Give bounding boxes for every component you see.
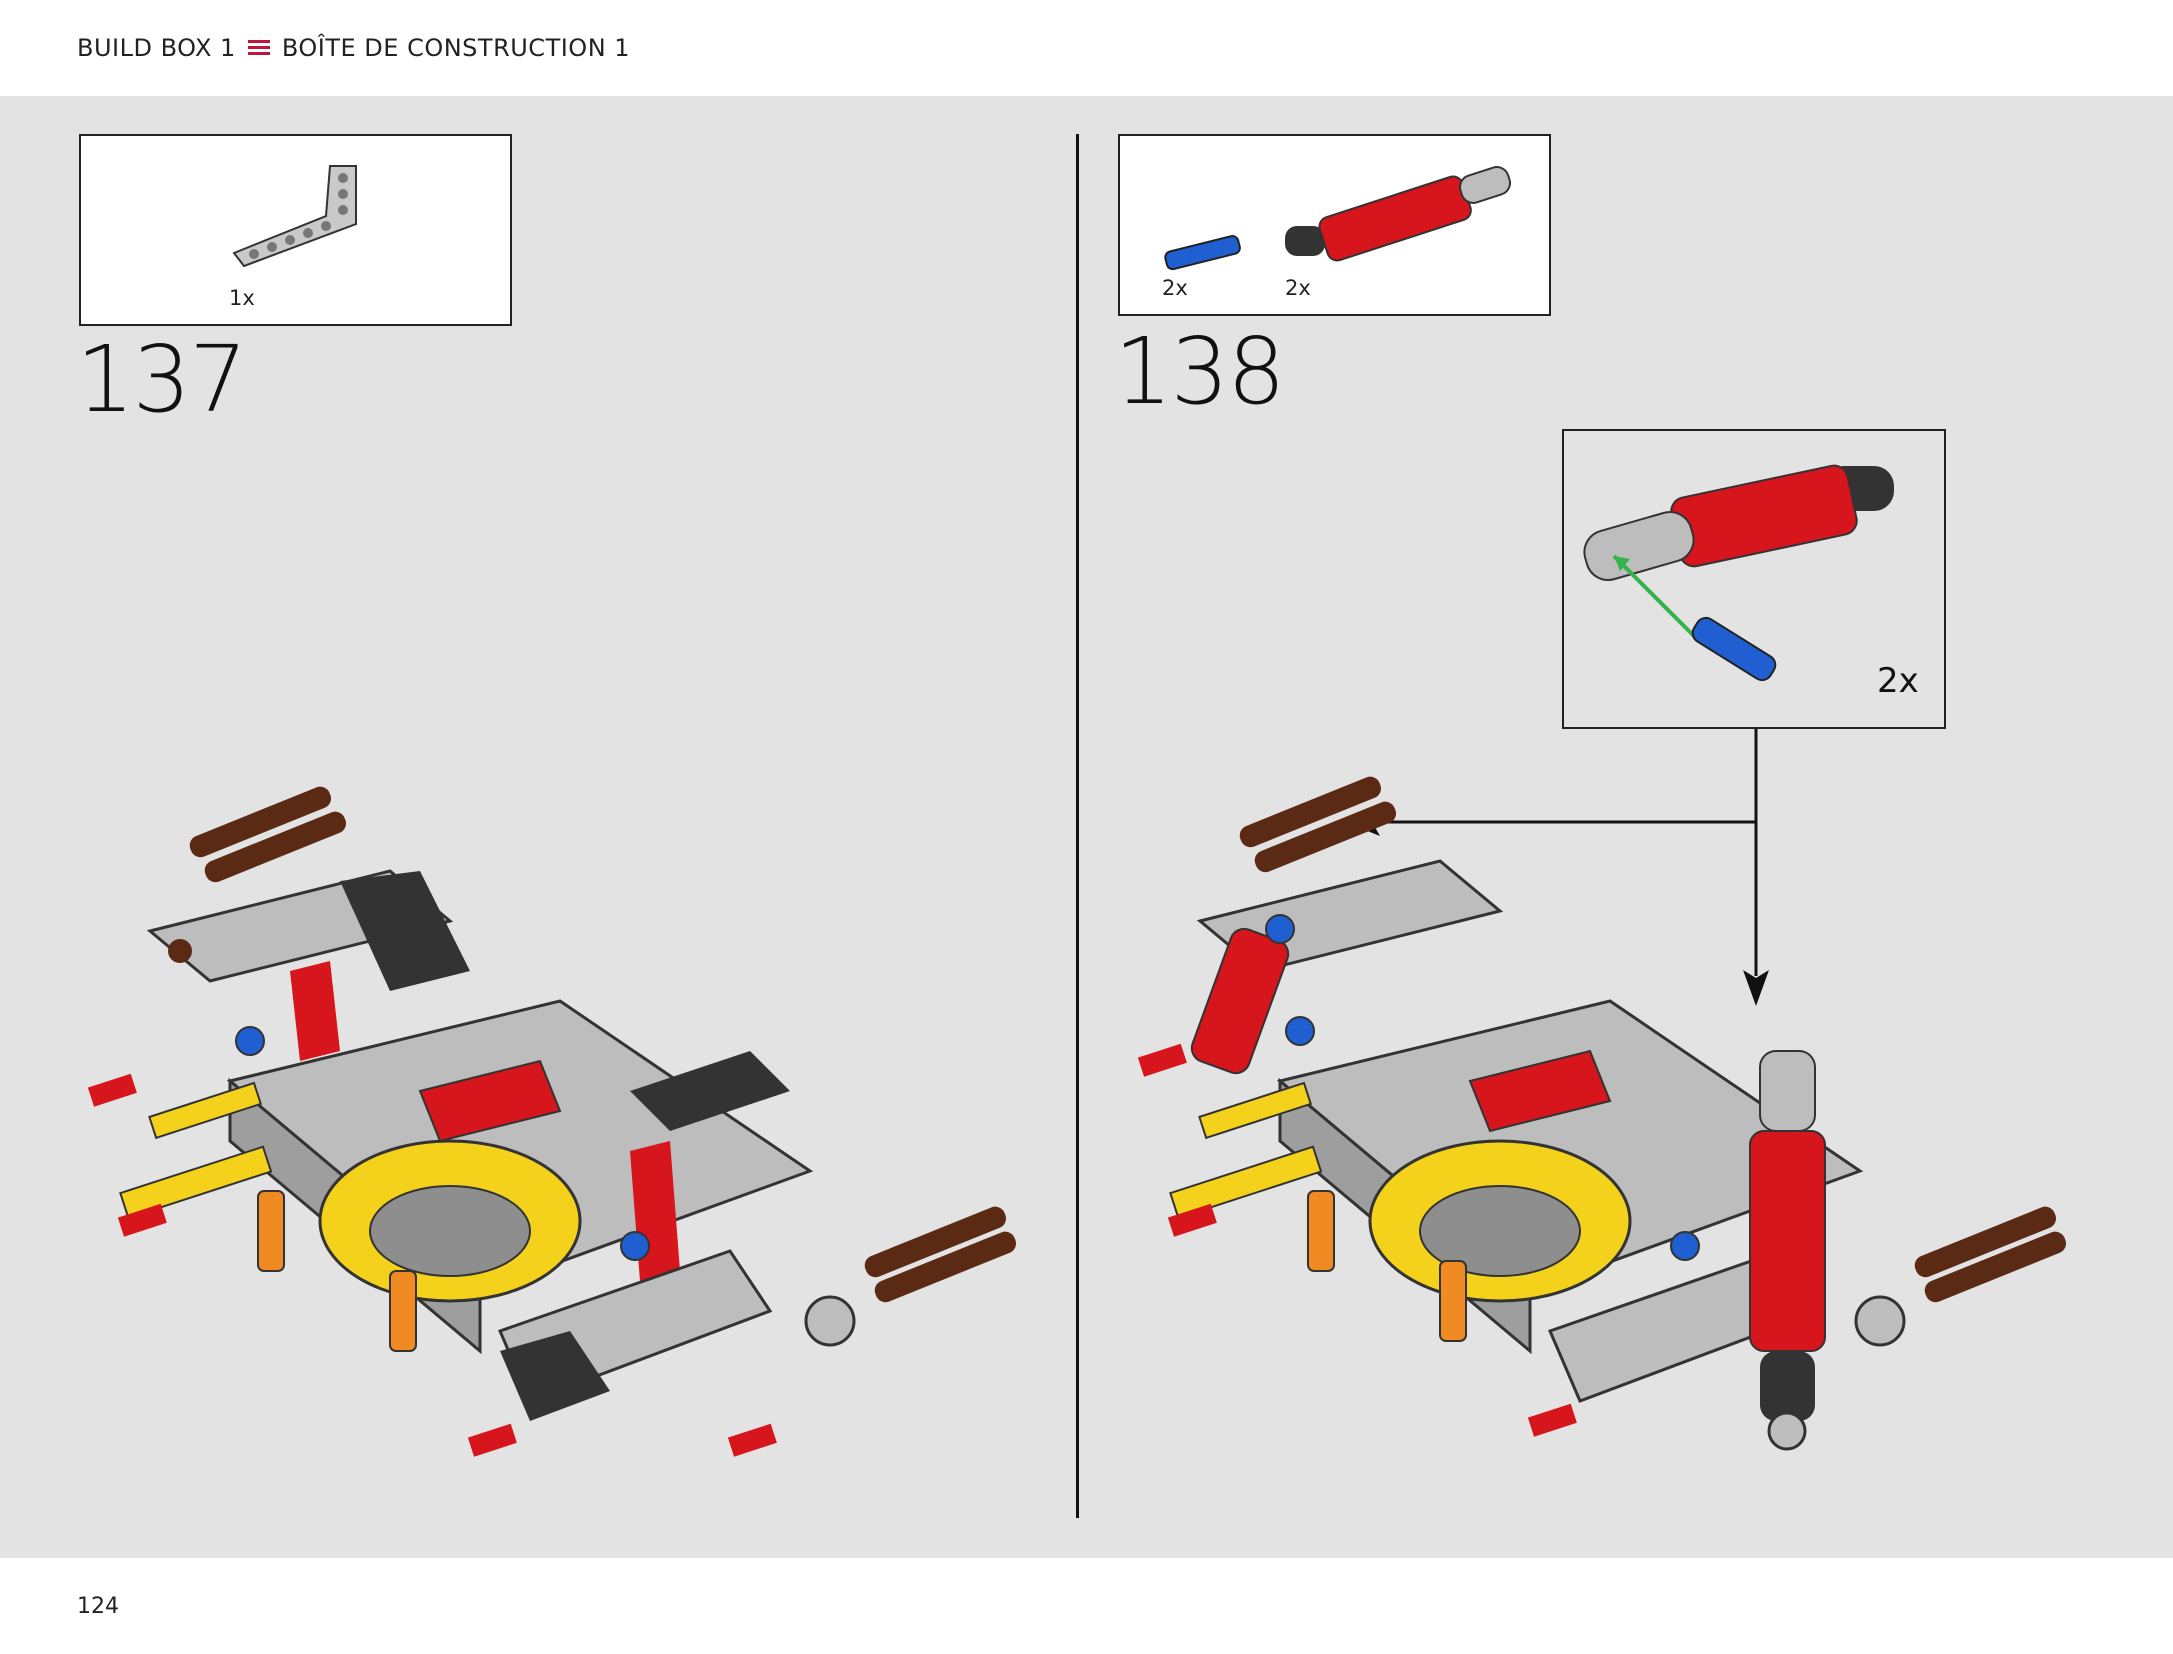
blue-pin-icon xyxy=(1164,235,1241,271)
step-137-parts-box: 1x xyxy=(79,134,512,326)
header-title: BUILD BOX 1 BOÎTE DE CONSTRUCTION 1 xyxy=(77,34,630,62)
instruction-area: 1x 137 xyxy=(0,96,2173,1558)
step-divider xyxy=(1076,134,1079,1518)
step-137-model-illustration xyxy=(87,786,1017,1457)
part-qty: 2x xyxy=(1285,276,1311,300)
step-number: 138 xyxy=(1114,318,1286,425)
page-header: BUILD BOX 1 BOÎTE DE CONSTRUCTION 1 xyxy=(0,0,2173,96)
step-138-parts-box: 2x 2x xyxy=(1118,134,1551,316)
red-shock-absorber-icon xyxy=(1285,166,1511,262)
menu-lines-icon xyxy=(247,40,270,56)
gray-l-beam-icon xyxy=(232,165,357,268)
page-footer: 124 xyxy=(0,1558,2173,1654)
shock-absorber-subassembly-icon xyxy=(1583,464,1894,682)
callout-qty: 2x xyxy=(1877,661,1919,701)
page-number: 124 xyxy=(77,1594,119,1619)
header-right-label: BOÎTE DE CONSTRUCTION 1 xyxy=(281,34,631,62)
header-left-label: BUILD BOX 1 xyxy=(77,34,236,62)
subassembly-callout: 2x xyxy=(1562,429,1946,729)
part-qty: 2x xyxy=(1162,276,1188,300)
step-138-model-illustration xyxy=(1137,776,2067,1451)
step-number: 137 xyxy=(76,326,248,433)
part-qty: 1x xyxy=(229,286,255,310)
